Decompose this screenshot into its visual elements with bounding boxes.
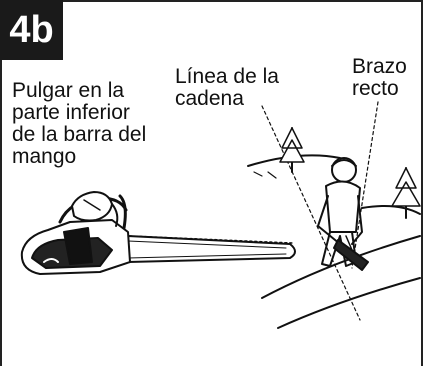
chain-line-caption: Línea de la cadena [175, 65, 279, 110]
operator-figure [317, 157, 369, 271]
pine-tree-right [391, 167, 421, 219]
panel-border-top [0, 0, 422, 2]
straight-arm-caption: Brazo recto [352, 55, 407, 100]
pine-tree-left [279, 127, 305, 173]
step-number-badge: 4b [0, 0, 63, 60]
panel-border-left [0, 60, 2, 366]
chainsaw-closeup-drawing [20, 191, 296, 275]
panel-border-right [421, 0, 423, 366]
thumb-position-caption: Pulgar en la parte inferior de la barra … [12, 79, 147, 168]
slope-scene-drawing [247, 101, 421, 329]
